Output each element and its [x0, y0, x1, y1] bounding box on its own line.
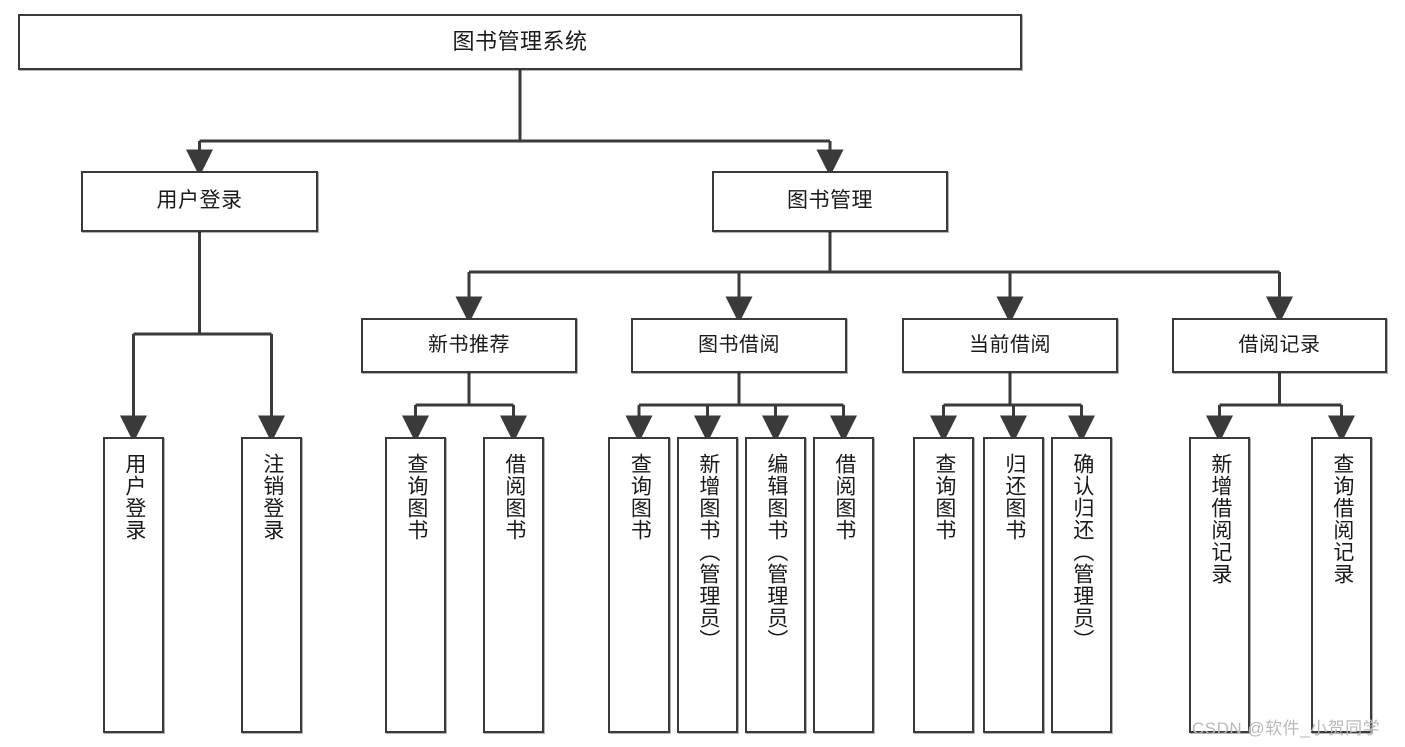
node-leaf-query-record[interactable]: 查询借阅记录 [1311, 437, 1372, 733]
node-leaf-edit-book-label: 编辑图书（管理员） [764, 453, 788, 651]
node-book-manage[interactable]: 图书管理 [712, 171, 948, 232]
csdn-watermark: CSDN @软件_小贺同学 [1192, 719, 1381, 738]
node-leaf-logout[interactable]: 注销登录 [241, 437, 302, 733]
node-leaf-edit-book[interactable]: 编辑图书（管理员） [745, 437, 806, 733]
node-book-manage-label: 图书管理 [787, 189, 873, 213]
node-new-book-recommend[interactable]: 新书推荐 [361, 318, 577, 373]
node-leaf-add-record[interactable]: 新增借阅记录 [1189, 437, 1250, 733]
node-leaf-borrow-book-1-label: 借阅图书 [502, 453, 526, 541]
node-leaf-query-book-1[interactable]: 查询图书 [385, 437, 446, 733]
node-leaf-borrow-book-2-label: 借阅图书 [832, 453, 856, 541]
node-root-label: 图书管理系统 [452, 29, 588, 55]
node-leaf-borrow-book-1[interactable]: 借阅图书 [483, 437, 544, 733]
node-leaf-add-book[interactable]: 新增图书（管理员） [677, 437, 738, 733]
node-leaf-user-login-label: 用户登录 [122, 453, 146, 541]
node-new-book-recommend-label: 新书推荐 [428, 334, 510, 356]
node-root[interactable]: 图书管理系统 [18, 14, 1022, 70]
node-leaf-add-book-label: 新增图书（管理员） [696, 453, 720, 651]
node-leaf-query-record-label: 查询借阅记录 [1330, 453, 1354, 585]
node-current-borrow[interactable]: 当前借阅 [902, 318, 1118, 373]
node-leaf-query-book-3[interactable]: 查询图书 [913, 437, 974, 733]
node-leaf-query-book-2-label: 查询图书 [628, 453, 652, 541]
node-leaf-user-login[interactable]: 用户登录 [103, 437, 164, 733]
node-leaf-borrow-book-2[interactable]: 借阅图书 [813, 437, 874, 733]
node-leaf-confirm-return-label: 确认归还（管理员） [1070, 453, 1094, 651]
node-leaf-return-book[interactable]: 归还图书 [983, 437, 1044, 733]
node-current-borrow-label: 当前借阅 [969, 334, 1051, 356]
node-user-login-label: 用户登录 [156, 189, 243, 213]
node-borrow-record[interactable]: 借阅记录 [1172, 318, 1387, 373]
node-leaf-query-book-2[interactable]: 查询图书 [608, 437, 670, 733]
node-leaf-query-book-3-label: 查询图书 [932, 453, 956, 541]
node-leaf-return-book-label: 归还图书 [1002, 453, 1026, 541]
node-borrow-record-label: 借阅记录 [1238, 334, 1321, 356]
node-user-login[interactable]: 用户登录 [81, 171, 318, 232]
node-book-borrow-label: 图书借阅 [698, 334, 780, 356]
node-leaf-add-record-label: 新增借阅记录 [1208, 453, 1232, 585]
node-leaf-confirm-return[interactable]: 确认归还（管理员） [1051, 437, 1112, 733]
node-leaf-query-book-1-label: 查询图书 [404, 453, 428, 541]
node-book-borrow[interactable]: 图书借阅 [631, 318, 847, 373]
node-leaf-logout-label: 注销登录 [260, 453, 284, 541]
